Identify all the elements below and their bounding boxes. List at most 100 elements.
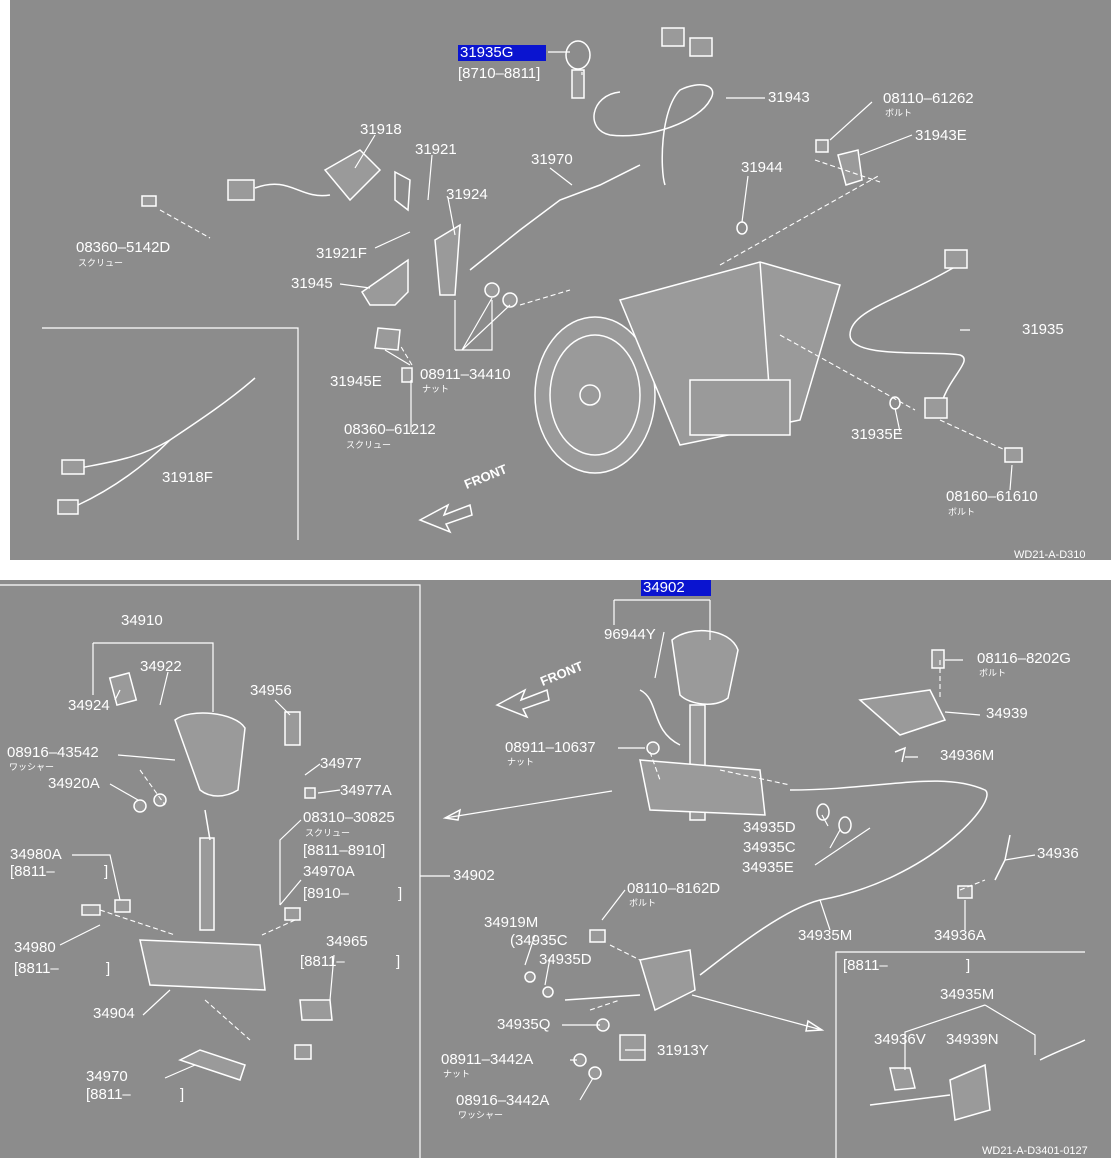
cable-34935m: [699, 780, 988, 976]
label-34977[interactable]: 34977: [320, 755, 362, 772]
label-31945[interactable]: 31945: [291, 275, 333, 292]
label-34936v[interactable]: 34936V: [874, 1031, 926, 1048]
label-31945e[interactable]: 31945E: [330, 373, 382, 390]
bracket-close-a: ]: [104, 863, 109, 880]
label-08916-43542[interactable]: 08916–43542: [7, 744, 99, 761]
bracket-close-c: ]: [106, 960, 111, 977]
label-34924[interactable]: 34924: [68, 697, 110, 714]
label-08360-5142d[interactable]: 08360–5142D: [76, 239, 171, 256]
label-31943[interactable]: 31943: [768, 89, 810, 106]
label-31970[interactable]: 31970: [531, 151, 573, 168]
label-34935q[interactable]: 34935Q: [497, 1016, 551, 1033]
label-08911-10637[interactable]: 08911–10637: [505, 739, 596, 756]
harness-31918f: [57, 377, 256, 515]
label-8811-d[interactable]: [8811–: [843, 957, 888, 974]
label-34920a[interactable]: 34920A: [48, 775, 100, 792]
label-34936a[interactable]: 34936A: [934, 927, 986, 944]
label-8811-8910[interactable]: [8811–8910]: [303, 842, 386, 859]
bracket-close-e: ]: [966, 957, 971, 974]
label-34935c-a[interactable]: 34935C: [743, 839, 796, 856]
label-31935g-highlight[interactable]: 31935G: [458, 45, 546, 61]
label-08310-30825[interactable]: 08310–30825: [303, 809, 395, 826]
label-34935m-b[interactable]: 34935M: [940, 986, 995, 1003]
label-31944[interactable]: 31944: [741, 159, 783, 176]
label-31918[interactable]: 31918: [360, 121, 402, 138]
label-34980a[interactable]: 34980A: [10, 846, 62, 863]
label-08911-34410-sub: ナット: [422, 384, 450, 394]
label-08160-61610[interactable]: 08160–61610: [946, 488, 1038, 505]
label-08110-8162d-sub: ボルト: [629, 898, 657, 908]
label-34936m[interactable]: 34936M: [940, 747, 995, 764]
inset-box-bottom-left: [0, 584, 421, 1158]
label-34977a[interactable]: 34977A: [340, 782, 392, 799]
label-8910-a[interactable]: [8910–: [303, 885, 349, 902]
front-arrow-top: [418, 503, 473, 534]
clip-31935g: [565, 40, 591, 70]
label-34935c-b[interactable]: (34935C: [510, 932, 568, 949]
label-34902[interactable]: 34902: [453, 867, 495, 884]
bracket-close-f: ]: [180, 1086, 185, 1103]
label-31935e[interactable]: 31935E: [851, 426, 903, 443]
inset-box-top: [42, 327, 299, 540]
label-31924[interactable]: 31924: [446, 186, 488, 203]
label-96944y[interactable]: 96944Y: [604, 626, 656, 643]
label-34935m-a[interactable]: 34935M: [798, 927, 853, 944]
label-34904[interactable]: 34904: [93, 1005, 135, 1022]
label-34910[interactable]: 34910: [121, 612, 163, 629]
label-08916-43542-sub: ワッシャー: [9, 762, 55, 772]
label-34935e[interactable]: 34935E: [742, 859, 794, 876]
inset-box-bottom-right: [835, 951, 1085, 1158]
cable-31970: [469, 164, 641, 271]
label-08160-61610-sub: ボルト: [948, 507, 976, 517]
label-34956[interactable]: 34956: [250, 682, 292, 699]
harness-31943: [593, 84, 714, 186]
diagram-code-top: WD21-A-D310: [1014, 549, 1086, 561]
lever-31924: [434, 223, 461, 296]
label-08916-3442a-sub: ワッシャー: [458, 1110, 504, 1120]
label-08116-8202g-sub: ボルト: [979, 668, 1007, 678]
label-31935g-range[interactable]: [8710–8811]: [458, 65, 541, 82]
label-34936[interactable]: 34936: [1037, 845, 1079, 862]
label-34970[interactable]: 34970: [86, 1068, 128, 1085]
label-08911-3442a-sub: ナット: [443, 1069, 471, 1079]
label-8811-e[interactable]: [8811–: [86, 1086, 131, 1103]
label-34970a[interactable]: 34970A: [303, 863, 355, 880]
label-08116-8202g[interactable]: 08116–8202G: [977, 650, 1071, 667]
label-08110-61262[interactable]: 08110–61262: [883, 90, 974, 107]
connector-31943: [661, 27, 685, 47]
label-08360-61212[interactable]: 08360–61212: [344, 421, 436, 438]
bracket-close-b: ]: [398, 885, 403, 902]
label-08110-61262-sub: ボルト: [885, 108, 913, 118]
top-diagram-panel: [10, 0, 1111, 560]
label-31918f[interactable]: 31918F: [162, 469, 213, 486]
label-34965[interactable]: 34965: [326, 933, 368, 950]
transmission-case: [534, 261, 841, 474]
label-08310-30825-sub: スクリュー: [305, 828, 351, 838]
label-8811-c[interactable]: [8811–: [300, 953, 345, 970]
label-31921[interactable]: 31921: [415, 141, 457, 158]
label-08911-34410[interactable]: 08911–34410: [420, 366, 511, 383]
label-34919m[interactable]: 34919M: [484, 914, 539, 931]
label-34922[interactable]: 34922: [140, 658, 182, 675]
label-34939[interactable]: 34939: [986, 705, 1028, 722]
label-31943e[interactable]: 31943E: [915, 127, 967, 144]
label-08916-3442a[interactable]: 08916–3442A: [456, 1092, 550, 1109]
label-34935d-b[interactable]: 34935D: [539, 951, 592, 968]
label-31921f[interactable]: 31921F: [316, 245, 367, 262]
shift-knob-left: [81, 671, 333, 1081]
label-34980[interactable]: 34980: [14, 939, 56, 956]
label-8811-b[interactable]: [8811–: [14, 960, 59, 977]
label-31935[interactable]: 31935: [1022, 321, 1064, 338]
label-08360-61212-sub: スクリュー: [346, 440, 392, 450]
label-31913y[interactable]: 31913Y: [657, 1042, 709, 1059]
harness-31935: [849, 264, 965, 411]
label-08911-3442a[interactable]: 08911–3442A: [441, 1051, 534, 1068]
label-34902-highlight[interactable]: 34902: [641, 580, 711, 596]
bracket-31945: [360, 258, 409, 306]
label-34935d-a[interactable]: 34935D: [743, 819, 796, 836]
diagram-code-bottom: WD21-A-D3401-0127: [982, 1145, 1088, 1157]
label-08110-8162d[interactable]: 08110–8162D: [627, 880, 721, 897]
label-34939n[interactable]: 34939N: [946, 1031, 999, 1048]
label-8811-a[interactable]: [8811–: [10, 863, 55, 880]
